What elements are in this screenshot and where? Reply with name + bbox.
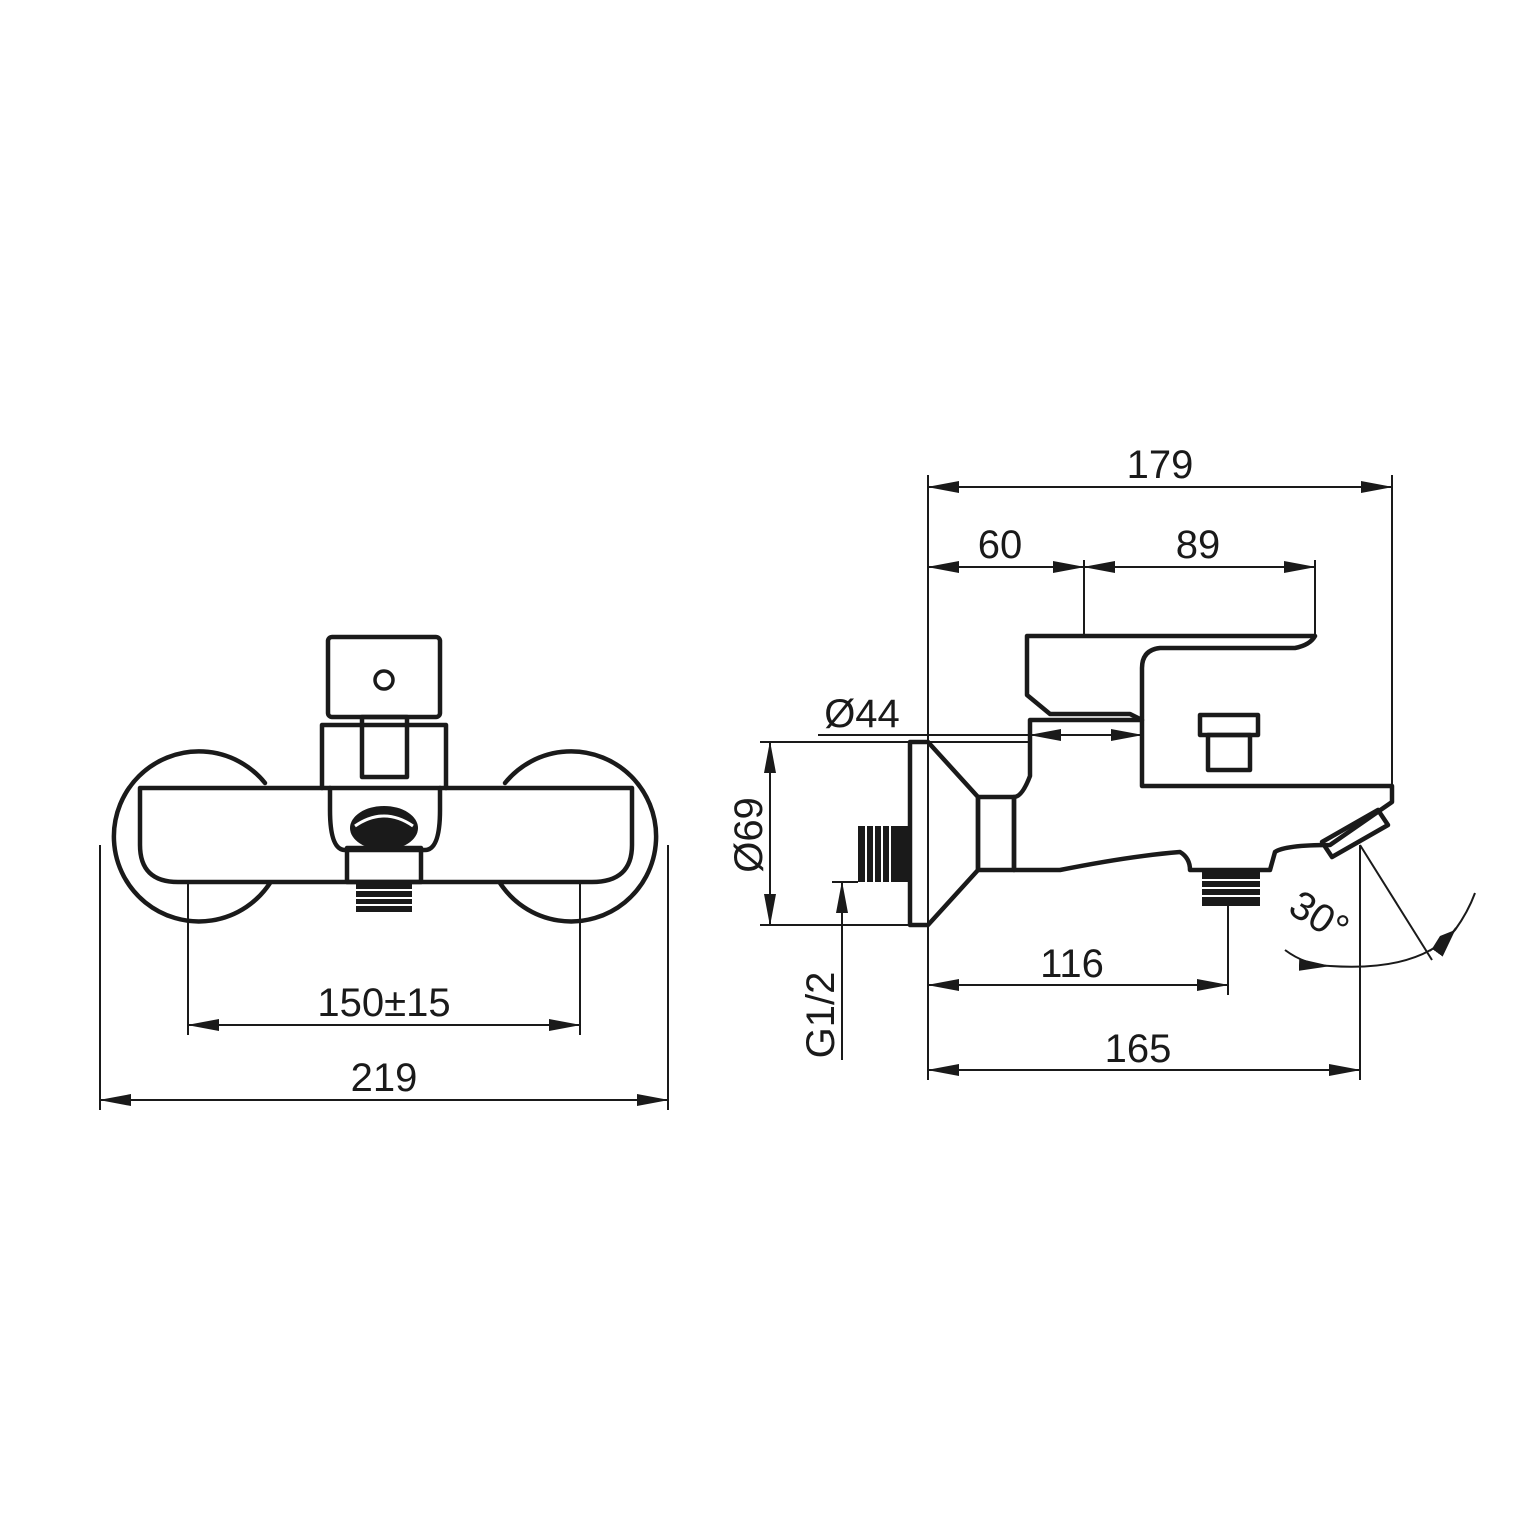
front-view: 150±15 219 — [99, 634, 669, 1110]
dim-arc-spout-angle-3 — [1454, 892, 1476, 931]
dim-arc-spout-angle-2 — [1329, 929, 1456, 968]
mixer-body-outline — [137, 785, 635, 885]
side-lever — [1024, 633, 1318, 723]
label-flange-diameter: Ø69 — [727, 797, 771, 873]
side-diverter-stem — [1205, 732, 1253, 773]
label-thread: G1/2 — [799, 972, 843, 1059]
label-spout-projection: 165 — [1105, 1027, 1172, 1071]
left-flange-outline — [111, 749, 273, 924]
label-total-depth: 179 — [1127, 443, 1194, 487]
side-extension-lines — [760, 475, 1433, 1080]
lever-screw — [373, 669, 395, 691]
spout-aerator — [1319, 807, 1391, 860]
label-lever-base: 60 — [978, 523, 1023, 567]
side-diverter-cap — [1197, 712, 1261, 738]
front-outlet-body — [344, 845, 424, 885]
label-center-spacing: 150±15 — [317, 981, 450, 1025]
lever-head — [325, 634, 443, 720]
label-diverter-diameter: Ø44 — [824, 692, 900, 736]
side-flange — [907, 739, 981, 928]
front-thread-lines — [356, 889, 412, 906]
side-view: 179 60 89 Ø44 Ø69 G1/2 116 165 30° — [727, 443, 1476, 1080]
dim-arc-spout-angle — [1284, 949, 1331, 971]
label-outlet-distance: 116 — [1040, 942, 1104, 986]
dim-arrow-spout-angle-b — [1432, 927, 1457, 957]
side-outlet-thread-lines — [1202, 879, 1260, 897]
label-spout-angle: 30° — [1282, 882, 1357, 951]
lever-neck — [319, 722, 449, 791]
side-inlet-thread-lines — [865, 826, 891, 882]
right-flange-outline — [497, 749, 659, 924]
front-extension-lines — [99, 845, 669, 1110]
diverter-knob-highlight — [354, 814, 414, 828]
side-body-outline — [1011, 717, 1395, 873]
label-lever-length: 89 — [1176, 523, 1221, 567]
diverter-knob — [350, 806, 418, 850]
cartridge-stem — [359, 714, 410, 780]
label-overall-width: 219 — [351, 1056, 418, 1100]
side-connecting-nut — [975, 794, 1017, 873]
